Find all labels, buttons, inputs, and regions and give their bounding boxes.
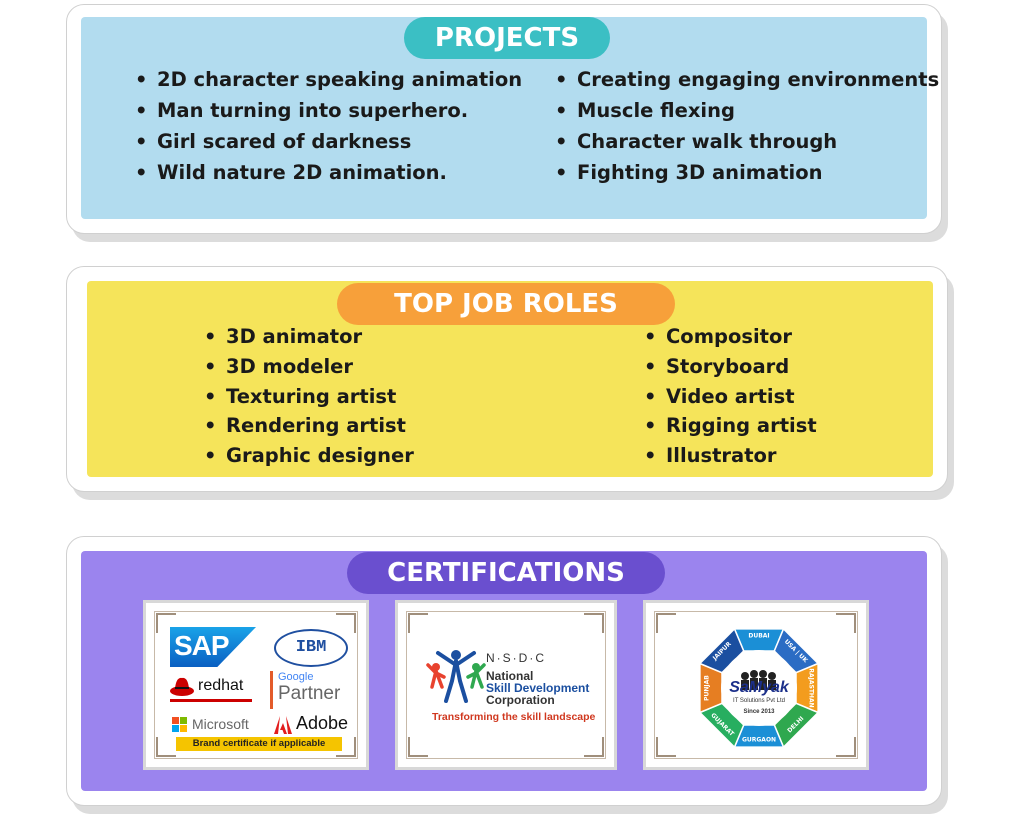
roles-list-left: 3D animator 3D modeler Texturing artist … bbox=[204, 322, 414, 471]
samyak-brand: SaMyak bbox=[729, 679, 789, 696]
samyak-since: Since 2013 bbox=[743, 709, 775, 715]
projects-title: PROJECTS bbox=[404, 17, 610, 59]
list-item: Muscle flexing bbox=[555, 95, 939, 126]
list-item: Girl scared of darkness bbox=[135, 126, 522, 157]
brand-certificate-caption: Brand certificate if applicable bbox=[176, 737, 342, 751]
nsdc-name-line2: Skill Development bbox=[486, 681, 590, 695]
list-item: Graphic designer bbox=[204, 441, 414, 471]
location-label: PUNJAB bbox=[704, 675, 711, 701]
location-label: GURGAON bbox=[742, 737, 776, 744]
redhat-icon bbox=[170, 677, 194, 696]
redhat-logo: redhat bbox=[170, 675, 260, 702]
list-item: 3D animator bbox=[204, 322, 414, 352]
list-item: Compositor bbox=[644, 322, 817, 352]
adobe-icon bbox=[274, 716, 292, 734]
certificate-frame bbox=[406, 611, 606, 759]
list-item: Character walk through bbox=[555, 126, 939, 157]
nsdc-name-line3: Corporation bbox=[486, 693, 555, 707]
certificate-frame bbox=[654, 611, 858, 759]
list-item: Creating engaging environments bbox=[555, 64, 939, 95]
nsdc-name-line1: National bbox=[486, 669, 534, 683]
ibm-logo: IBM bbox=[274, 629, 348, 667]
certificate-frame bbox=[154, 611, 358, 759]
list-item: Fighting 3D animation bbox=[555, 157, 939, 188]
list-item: Man turning into superhero. bbox=[135, 95, 522, 126]
list-item: Storyboard bbox=[644, 352, 817, 382]
projects-list-left: 2D character speaking animation Man turn… bbox=[135, 64, 522, 188]
google-partner-logo: Google Partner bbox=[270, 671, 354, 711]
list-item: Video artist bbox=[644, 382, 817, 412]
list-item: 3D modeler bbox=[204, 352, 414, 382]
adobe-logo: Adobe bbox=[274, 713, 354, 737]
location-label: RAJASTHAN bbox=[808, 668, 815, 707]
samyak-subtitle: IT Solutions Pvt Ltd bbox=[733, 698, 785, 704]
projects-list-right: Creating engaging environments Muscle fl… bbox=[555, 64, 939, 188]
nsdc-certificate-box: N·S·D·C National Skill Development Corpo… bbox=[395, 600, 617, 770]
location-label: DUBAI bbox=[748, 633, 769, 640]
list-item: Rigging artist bbox=[644, 411, 817, 441]
roles-title: TOP JOB ROLES bbox=[337, 283, 675, 325]
brand-certificate-box: SAP IBM redhat Google Partner Microsoft … bbox=[143, 600, 369, 770]
certifications-title: CERTIFICATIONS bbox=[347, 552, 665, 594]
nsdc-tagline: Transforming the skill landscape bbox=[432, 711, 596, 723]
nsdc-acronym: N·S·D·C bbox=[486, 651, 546, 665]
list-item: Rendering artist bbox=[204, 411, 414, 441]
list-item: 2D character speaking animation bbox=[135, 64, 522, 95]
microsoft-logo: Microsoft bbox=[172, 715, 266, 735]
nsdc-figures-icon bbox=[426, 650, 486, 703]
list-item: Wild nature 2D animation. bbox=[135, 157, 522, 188]
list-item: Illustrator bbox=[644, 441, 817, 471]
roles-list-right: Compositor Storyboard Video artist Riggi… bbox=[644, 322, 817, 471]
list-item: Texturing artist bbox=[204, 382, 414, 412]
